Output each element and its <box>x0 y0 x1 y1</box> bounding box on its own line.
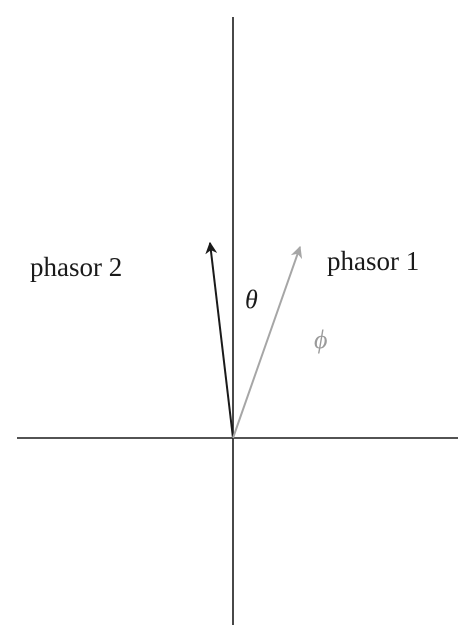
phasor-1-label: phasor 1 <box>327 246 419 276</box>
theta-label: θ <box>245 285 258 314</box>
phi-label: ϕ <box>314 325 327 354</box>
phasor-2-arrow <box>205 241 234 439</box>
phasor-2-label: phasor 2 <box>30 252 122 282</box>
phasor-1-arrow <box>232 245 303 439</box>
